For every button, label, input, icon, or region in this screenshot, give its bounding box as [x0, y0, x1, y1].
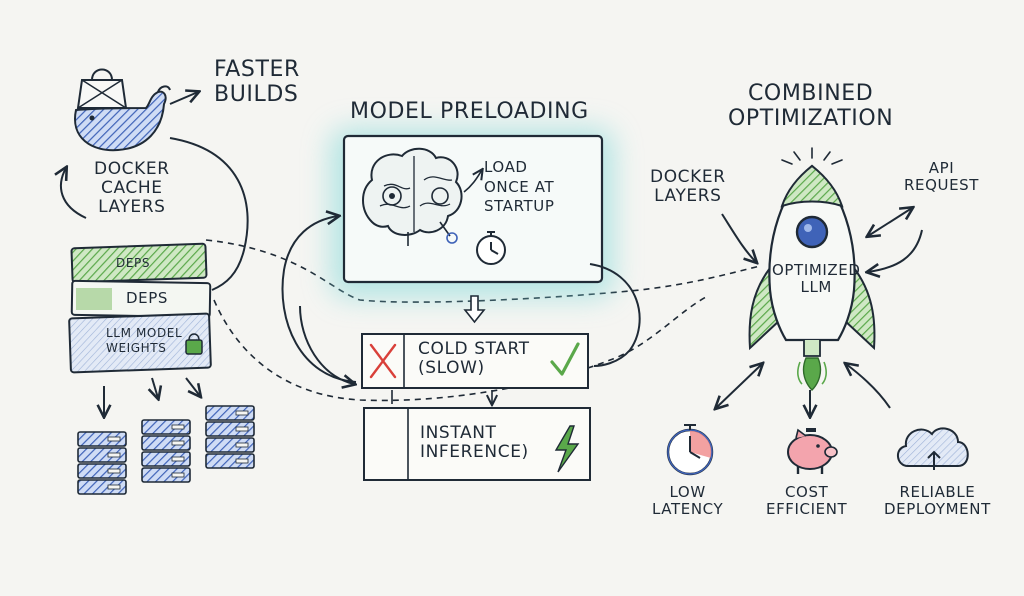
arrow-rocket-deploy	[846, 364, 891, 409]
layer-deps-label: Deps	[126, 289, 168, 307]
cold-start-label: Cold Start(Slow)	[418, 339, 530, 379]
layer-stack	[68, 242, 212, 374]
container-bag-icon	[76, 68, 128, 109]
rocket-icon	[748, 164, 876, 391]
piggy-bank-icon	[787, 428, 838, 474]
checkmark-icon	[550, 342, 580, 376]
faster-builds-label: FasterBuilds	[214, 57, 300, 107]
arrow-rocket-latency	[716, 364, 762, 408]
model-preloading-title: Model Preloading	[350, 99, 589, 124]
docker-whale-icon	[74, 85, 171, 152]
combined-optimization-title: CombinedOptimization	[728, 81, 894, 131]
arrow-loop-left-lower	[299, 305, 354, 384]
arrow-whale-to-builds	[169, 92, 198, 105]
layer-deps-top	[70, 242, 208, 284]
layer-llm-weights-label: LLM ModelWeights	[106, 326, 183, 355]
lightning-bolt-icon	[554, 425, 580, 473]
api-request-label: APIRequest	[904, 159, 980, 194]
lock-icon	[185, 333, 203, 355]
server-stack-icon	[205, 405, 255, 469]
brain-gears-icon	[362, 147, 463, 246]
load-once-note: LoadOnce atStartup	[484, 158, 555, 215]
dashed-connector-top	[205, 239, 761, 303]
server-stack-icon	[77, 431, 127, 495]
layer-llm-weights	[68, 312, 212, 374]
instant-inference-label: InstantInference)	[420, 423, 529, 463]
benefit-cost-efficient-label: CostEfficient	[766, 483, 848, 518]
cloud-upload-icon	[897, 427, 969, 470]
docker-cache-layers-label: DockerCacheLayers	[94, 159, 170, 218]
rocket-flame	[802, 357, 822, 391]
arrow-whale-to-stack	[169, 137, 249, 291]
server-stacks	[77, 405, 255, 495]
arrow-docker-to-rocket	[721, 213, 756, 262]
arrow-stack-down-3	[185, 377, 200, 396]
dashed-connector-bottom	[213, 295, 709, 402]
hollow-down-arrow	[463, 295, 486, 324]
arrow-loop-right	[589, 263, 641, 367]
instant-inference-box	[363, 407, 591, 481]
arrow-api-to-rocket	[868, 229, 923, 272]
docker-layers-label: DockerLayers	[650, 167, 726, 207]
cold-start-box	[361, 333, 589, 389]
benefit-low-latency-label: LowLatency	[652, 483, 724, 518]
sparkle-lines	[781, 147, 843, 165]
arrow-loop-left	[281, 216, 357, 383]
arrow-brain-note	[463, 170, 482, 193]
arrow-cache-loop	[61, 168, 87, 219]
low-latency-stopwatch-icon	[666, 424, 714, 476]
server-stack-icon	[141, 419, 191, 483]
cross-icon	[369, 343, 397, 379]
benefit-reliable-deployment-label: ReliableDeployment	[884, 483, 991, 518]
optimized-llm-label: OptimizedLLM	[772, 261, 861, 296]
arrow-stack-down-2	[152, 377, 158, 398]
stopwatch-icon	[476, 231, 506, 265]
arrow-api-bidirectional	[868, 208, 912, 236]
layer-deps-top-label: Deps	[116, 256, 151, 270]
